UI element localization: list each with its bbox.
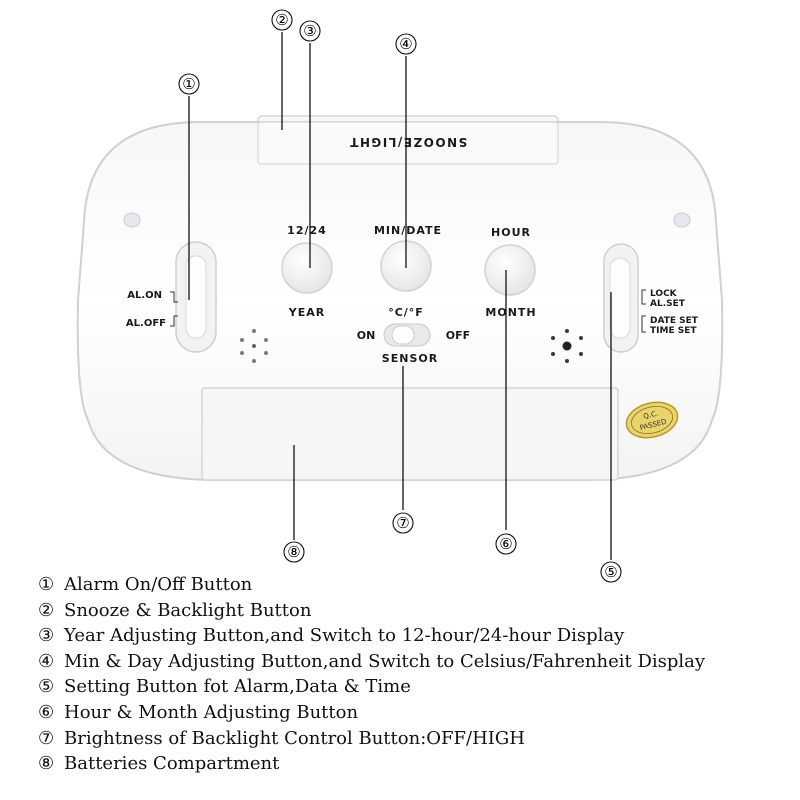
legend-num: ⑧ xyxy=(38,753,55,775)
sensor-on-label: ON xyxy=(357,329,376,342)
mode-alset-label: AL.SET xyxy=(650,299,686,309)
mode-switch[interactable] xyxy=(603,243,639,353)
legend-text: Setting Button fot Alarm,Data & Time xyxy=(64,676,411,698)
legend-item-year: ③ Year Adjusting Button,and Switch to 12-… xyxy=(38,623,778,649)
battery-compartment[interactable] xyxy=(201,387,619,481)
legend-item-brightness: ⑦ Brightness of Backlight Control Button:… xyxy=(38,726,778,752)
svg-text:③: ③ xyxy=(303,22,316,40)
svg-text:⑦: ⑦ xyxy=(396,514,409,532)
legend-text: Year Adjusting Button,and Switch to 12-h… xyxy=(64,625,625,647)
date-bracket xyxy=(641,315,646,333)
mode-dateset-label: DATE SET xyxy=(650,316,699,326)
legend-num: ⑥ xyxy=(38,701,55,723)
legend-item-hour: ⑥ Hour & Month Adjusting Button xyxy=(38,700,778,726)
btn-1224-top-label: 12/24 xyxy=(287,224,327,237)
callout-number-6: ⑥ xyxy=(495,533,517,555)
legend-num: ④ xyxy=(38,650,55,672)
legend-item-alarm: ① Alarm On/Off Button xyxy=(38,572,778,598)
legend-num: ① xyxy=(38,574,55,595)
clock-diagram: SNOOZE/LIGHT SNOOZE/LIGHT AL.ON AL.OFF 1… xyxy=(76,9,724,583)
btn-min-top-label: MIN/DATE xyxy=(374,224,442,237)
sensor-label: SENSOR xyxy=(382,352,438,365)
svg-text:④: ④ xyxy=(399,35,412,53)
callout-number-2: ② xyxy=(271,9,293,31)
svg-text:⑥: ⑥ xyxy=(499,535,512,553)
alarm-switch[interactable] xyxy=(175,241,217,353)
legend-text: Brightness of Backlight Control Button:O… xyxy=(64,727,525,749)
btn-month-label: MONTH xyxy=(485,306,536,319)
legend-num: ② xyxy=(38,599,55,621)
callout-lines xyxy=(188,32,612,560)
hour-month-button[interactable] xyxy=(484,244,536,296)
qc-line1: Q.C. xyxy=(643,409,659,420)
screw-hole-left xyxy=(123,212,141,228)
alarm-off-bracket xyxy=(170,315,178,327)
speaker-left xyxy=(240,329,268,363)
legend-text: Batteries Compartment xyxy=(64,753,280,775)
legend-list: ① Alarm On/Off Button ② Snooze & Backlight… xyxy=(38,572,778,777)
legend-num: ③ xyxy=(38,625,55,647)
callout-number-7: ⑦ xyxy=(392,512,414,534)
legend-item-battery: ⑧ Batteries Compartment xyxy=(38,751,778,777)
qc-passed-sticker: Q.C. PASSED xyxy=(625,401,679,439)
screw-hole-right xyxy=(673,212,691,228)
snooze-button-front xyxy=(257,121,559,165)
alarm-on-label: AL.ON xyxy=(127,290,162,301)
callout-number-8: ⑧ xyxy=(283,541,305,563)
callout-number-4: ④ xyxy=(395,33,417,55)
year-12-24-button[interactable] xyxy=(281,242,333,294)
alarm-off-label: AL.OFF xyxy=(126,318,166,329)
svg-text:①: ① xyxy=(182,75,195,93)
svg-text:⑧: ⑧ xyxy=(287,543,300,561)
legend-text: Alarm On/Off Button xyxy=(64,574,253,595)
legend-text: Hour & Month Adjusting Button xyxy=(64,701,359,723)
lock-bracket xyxy=(641,289,646,305)
sensor-off-label: OFF xyxy=(446,329,470,342)
svg-text:②: ② xyxy=(275,11,288,29)
legend-text: Min & Day Adjusting Button,and Switch to… xyxy=(64,650,706,672)
speaker-right xyxy=(551,329,583,363)
callout-number-5: ⑤ xyxy=(600,561,622,583)
snooze-light-text: SNOOZE/LIGHT xyxy=(349,135,468,149)
btn-year-label: YEAR xyxy=(288,306,325,319)
btn-hour-top-label: HOUR xyxy=(491,226,531,239)
mode-lock-label: LOCK xyxy=(650,289,678,299)
legend-num: ⑤ xyxy=(38,676,55,698)
btn-celsius-label: °C/°F xyxy=(388,306,424,319)
legend-item-snooze: ② Snooze & Backlight Button xyxy=(38,598,778,624)
legend-text: Snooze & Backlight Button xyxy=(64,599,312,621)
svg-text:⑤: ⑤ xyxy=(604,563,617,581)
callout-number-3: ③ xyxy=(299,20,321,42)
legend-item-min: ④ Min & Day Adjusting Button,and Switch t… xyxy=(38,649,778,675)
callout-number-1: ① xyxy=(178,73,200,95)
alarm-on-bracket xyxy=(170,291,178,303)
legend-item-setting: ⑤ Setting Button fot Alarm,Data & Time xyxy=(38,674,778,700)
legend-num: ⑦ xyxy=(38,727,55,749)
sensor-toggle[interactable] xyxy=(383,323,431,347)
mode-timeset-label: TIME SET xyxy=(650,326,697,336)
